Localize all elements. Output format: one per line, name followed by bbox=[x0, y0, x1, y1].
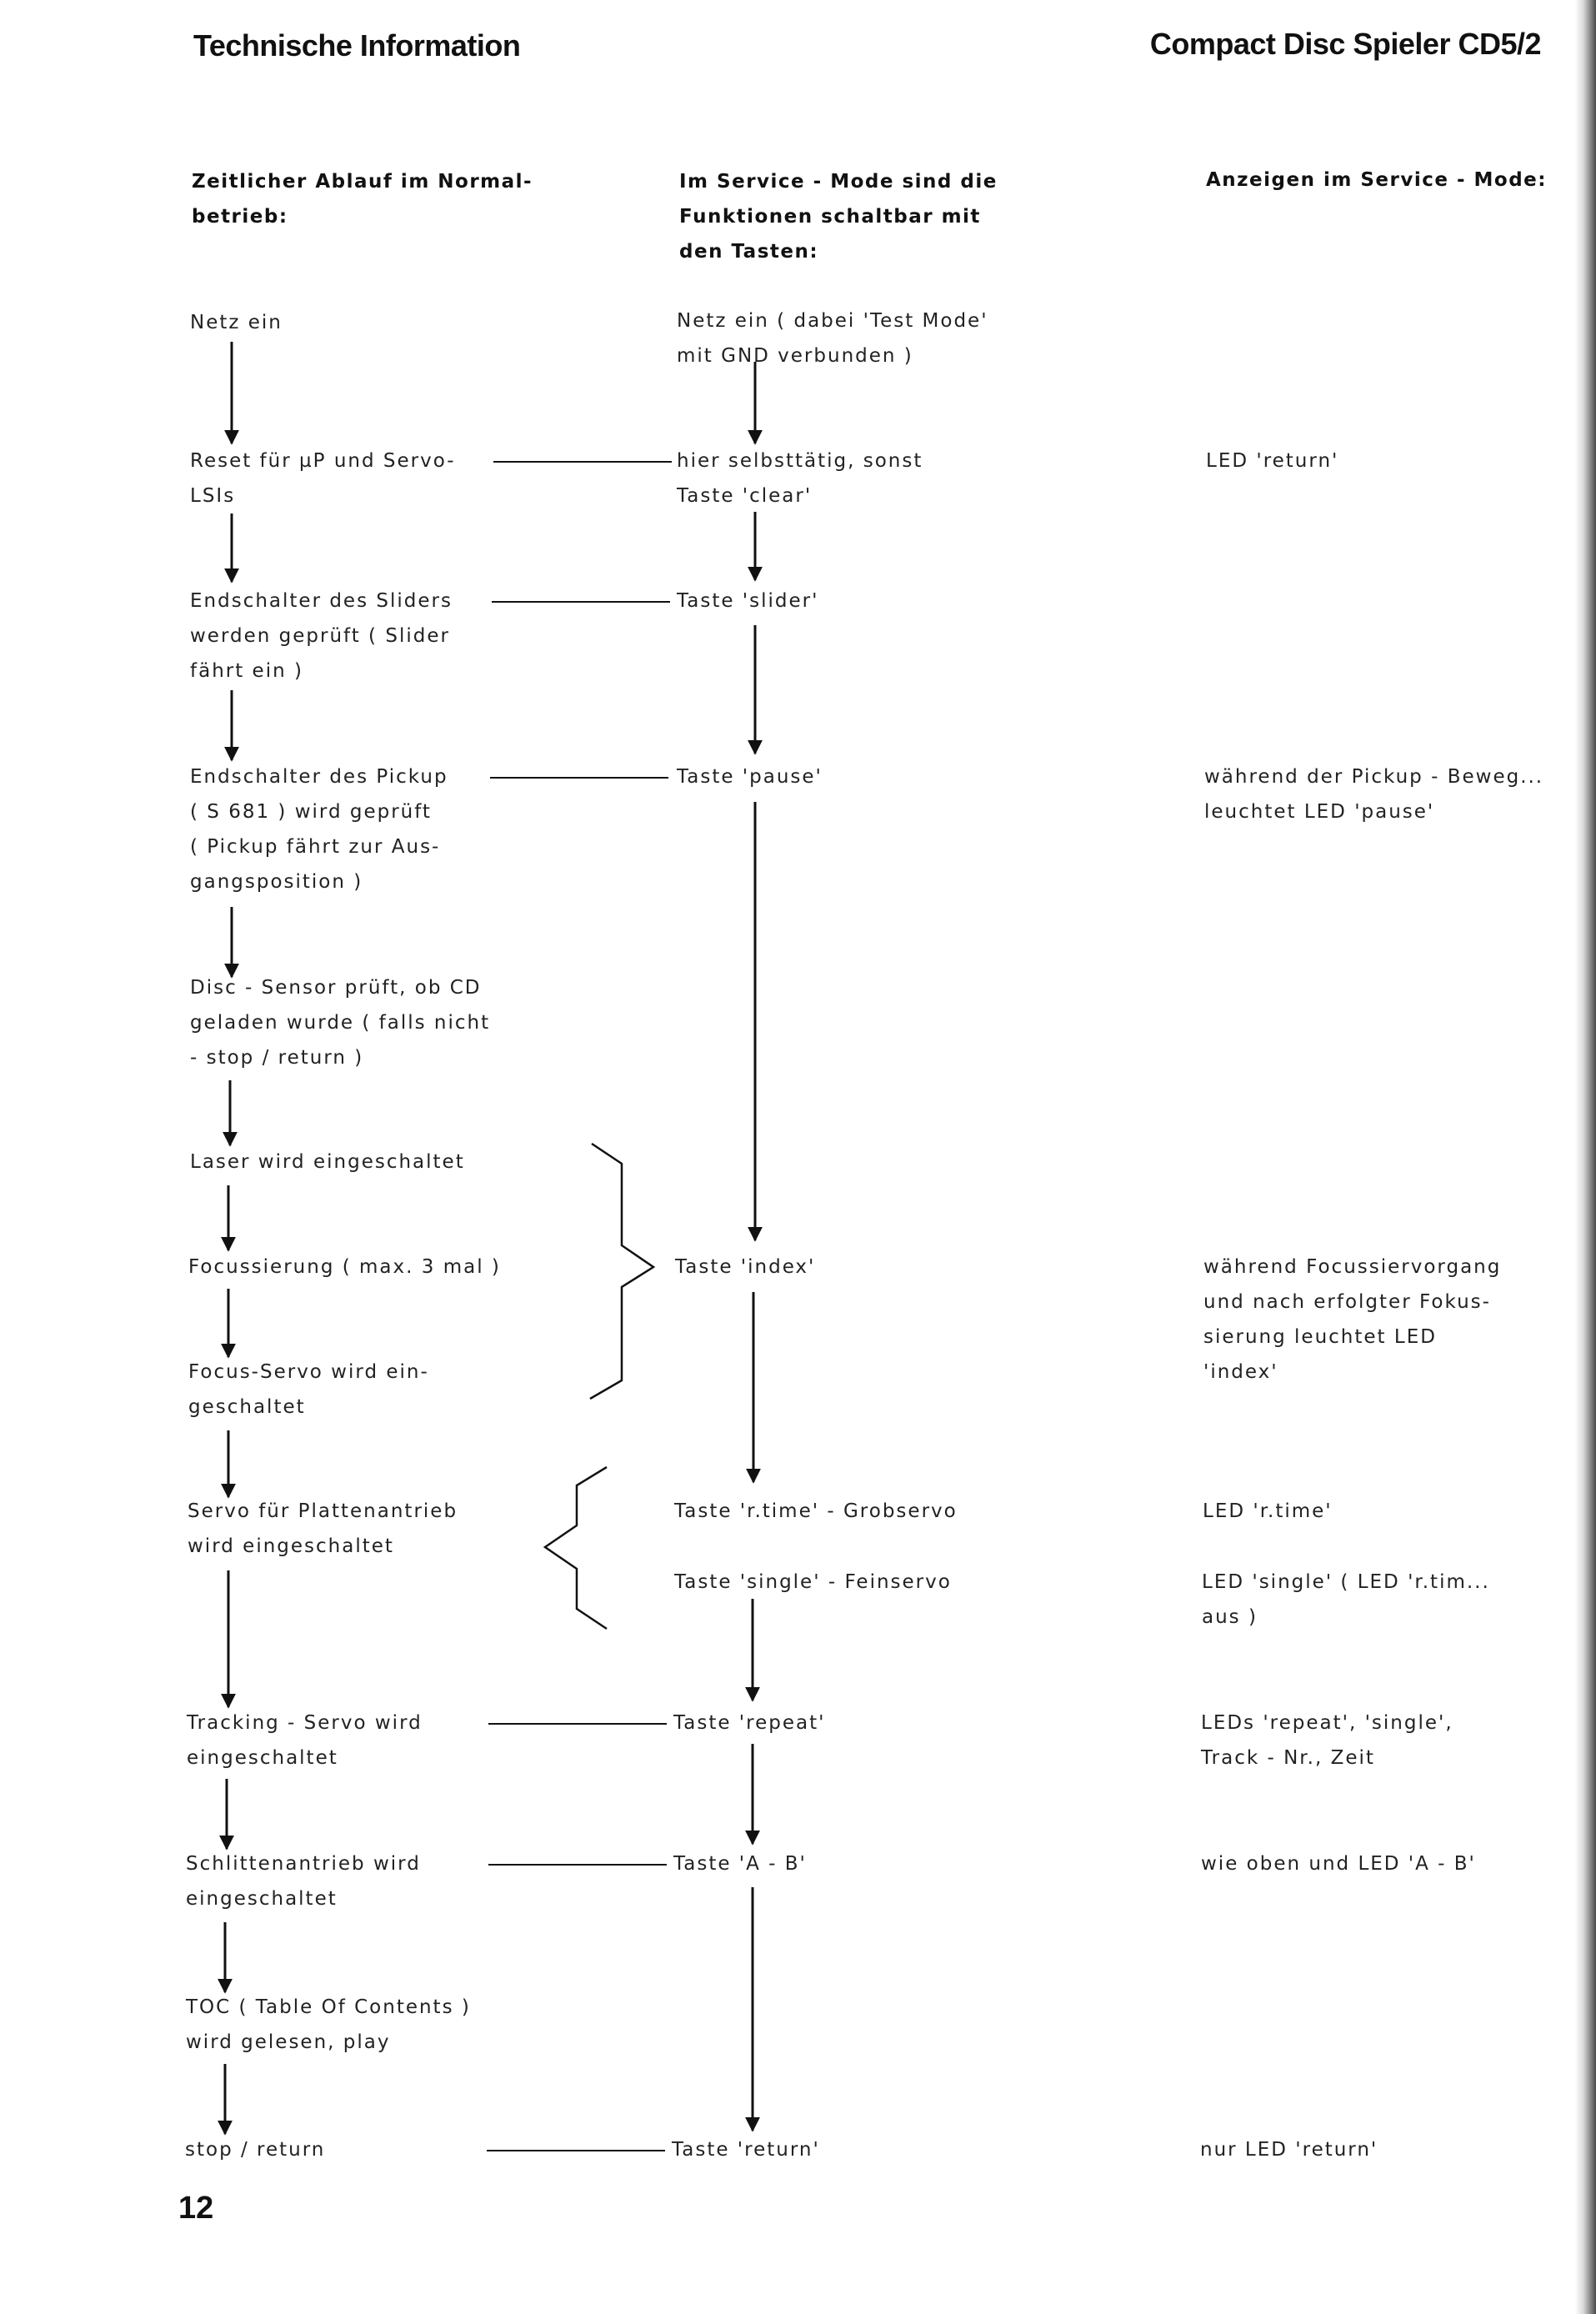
normal-step-disc-motor-servo: Servo für Plattenantrieb wird eingeschal… bbox=[188, 1500, 458, 1557]
normal-step-reset: Reset für µP und Servo- LSIs bbox=[190, 450, 456, 507]
normal-step-tracking-servo: Tracking - Servo wird eingeschaltet bbox=[187, 1712, 423, 1769]
normal-step-toc-read: TOC ( Table Of Contents ) wird gelesen, … bbox=[186, 1996, 471, 2053]
service-step-repeat: Taste 'repeat' bbox=[673, 1712, 826, 1734]
scan-edge-shadow bbox=[1575, 0, 1596, 2314]
service-step-power-on: Netz ein ( dabei 'Test Mode' mit GND ver… bbox=[677, 310, 988, 367]
column-heading-display: Anzeigen im Service - Mode: bbox=[1206, 169, 1547, 191]
column-heading-service: Im Service - Mode sind die Funktionen sc… bbox=[679, 171, 998, 263]
normal-step-focusing: Focussierung ( max. 3 mal ) bbox=[188, 1256, 501, 1278]
display-step-return-only: nur LED 'return' bbox=[1200, 2139, 1378, 2161]
normal-step-slider-switch: Endschalter des Sliders werden geprüft (… bbox=[190, 590, 453, 682]
normal-step-pickup-switch: Endschalter des Pickup ( S 681 ) wird ge… bbox=[190, 766, 448, 893]
column-heading-normal: Zeitlicher Ablauf im Normal- betrieb: bbox=[192, 171, 533, 228]
service-step-return: Taste 'return' bbox=[672, 2139, 820, 2161]
service-step-slider: Taste 'slider' bbox=[677, 590, 819, 612]
service-step-index: Taste 'index' bbox=[675, 1256, 816, 1278]
service-step-clear: hier selbsttätig, sonst Taste 'clear' bbox=[677, 450, 923, 507]
service-step-single: Taste 'single' - Feinservo bbox=[674, 1571, 952, 1593]
normal-step-focus-servo: Focus-Servo wird ein- geschaltet bbox=[188, 1361, 429, 1418]
normal-step-sled-drive: Schlittenantrieb wird eingeschaltet bbox=[186, 1853, 421, 1910]
display-step-single: LED 'single' ( LED 'r.tim... aus ) bbox=[1202, 1571, 1490, 1628]
normal-step-laser-on: Laser wird eingeschaltet bbox=[190, 1151, 465, 1173]
display-step-rtime: LED 'r.time' bbox=[1203, 1500, 1333, 1522]
header-left-title: Technische Information bbox=[193, 28, 521, 63]
page-number: 12 bbox=[178, 2191, 214, 2226]
header-right-title: Compact Disc Spieler CD5/2 bbox=[1149, 27, 1542, 61]
normal-step-disc-sensor: Disc - Sensor prüft, ob CD geladen wurde… bbox=[190, 977, 491, 1069]
brace-servo-group bbox=[543, 1465, 608, 1630]
service-step-rtime: Taste 'r.time' - Grobservo bbox=[674, 1500, 958, 1522]
normal-step-stop-return: stop / return bbox=[185, 2139, 326, 2161]
service-step-pause: Taste 'pause' bbox=[677, 766, 823, 788]
display-step-repeat: LEDs 'repeat', 'single', Track - Nr., Ze… bbox=[1201, 1712, 1453, 1769]
normal-step-power-on: Netz ein bbox=[190, 312, 283, 333]
display-step-a-b: wie oben und LED 'A - B' bbox=[1201, 1853, 1476, 1875]
display-step-index: während Focussiervorgang und nach erfolg… bbox=[1203, 1256, 1502, 1383]
brace-focus-group bbox=[589, 1142, 656, 1400]
service-step-a-b: Taste 'A - B' bbox=[673, 1853, 807, 1875]
display-step-pause: während der Pickup - Beweg... leuchtet L… bbox=[1204, 766, 1544, 823]
display-step-return: LED 'return' bbox=[1206, 450, 1339, 472]
